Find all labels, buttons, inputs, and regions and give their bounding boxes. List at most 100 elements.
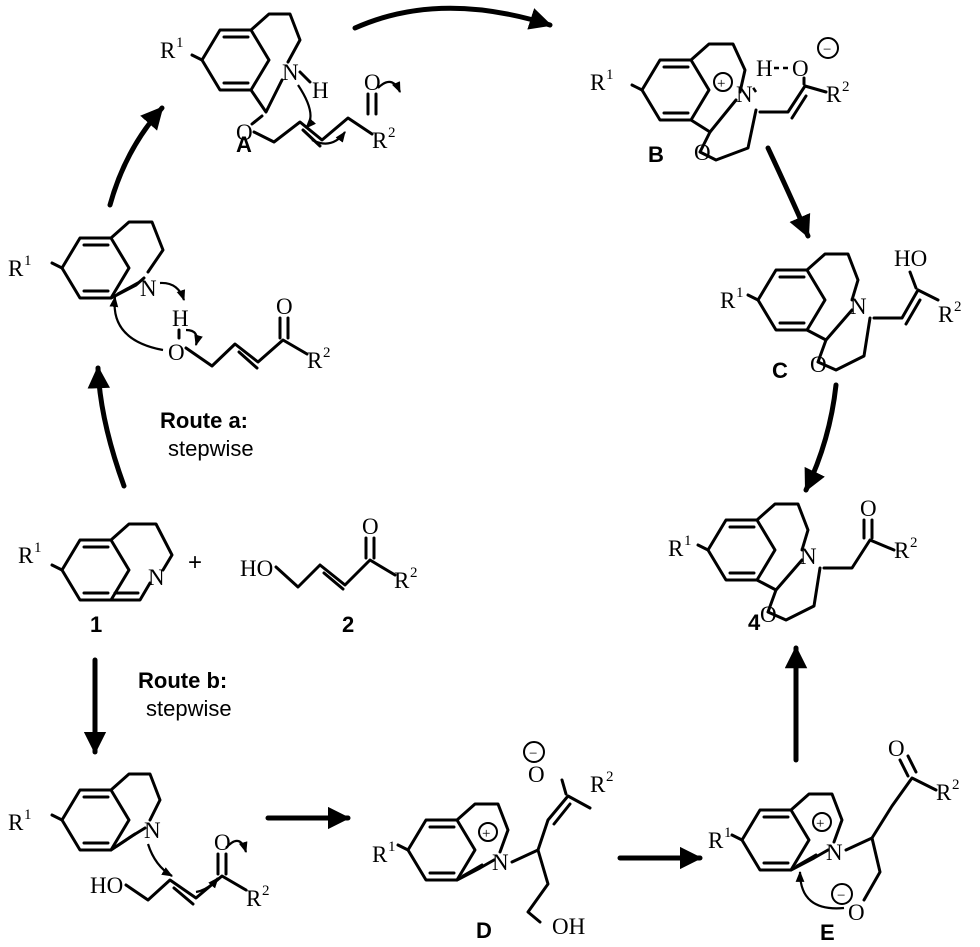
charge-plus: + xyxy=(816,816,824,832)
arrow-route-a xyxy=(87,365,127,489)
product-4: R 1 N O O R 2 4 xyxy=(668,496,918,635)
route-a-subtitle: stepwise xyxy=(168,436,254,461)
atom-h: H xyxy=(312,78,329,103)
atom-r: R xyxy=(372,842,388,867)
atom-r: R xyxy=(720,288,736,313)
atom-sup: 2 xyxy=(954,299,962,315)
compound-label-2: 2 xyxy=(342,612,354,637)
arrow-to-a xyxy=(107,105,165,208)
charge-minus: − xyxy=(823,42,831,58)
atom-r: R xyxy=(246,886,262,911)
compound-label-e: E xyxy=(820,920,835,945)
atom-sup: 1 xyxy=(176,35,184,51)
compound-2: HO O R 2 2 xyxy=(240,514,418,637)
atom-sup: 2 xyxy=(262,883,270,899)
compound-label-1: 1 xyxy=(90,612,102,637)
compound-label-b: B xyxy=(648,142,664,167)
atom-r: R xyxy=(18,543,34,568)
atom-n: N xyxy=(144,818,161,843)
atom-r: R xyxy=(307,348,323,373)
atom-n: N xyxy=(140,276,157,301)
route-b-subtitle: stepwise xyxy=(146,696,232,721)
atom-o: O xyxy=(364,70,381,95)
atom-n: N xyxy=(282,60,299,85)
intermediate-a: R 1 N H O O R 2 A xyxy=(160,12,402,157)
atom-sup: 2 xyxy=(842,79,850,95)
atom-r: R xyxy=(826,82,842,107)
atom-sup: 1 xyxy=(684,533,692,549)
atom-o: O xyxy=(860,496,877,521)
atom-r: R xyxy=(938,302,954,327)
route-b-title: Route b: xyxy=(138,668,227,693)
atom-ho: HO xyxy=(894,246,927,271)
atom-n: N xyxy=(736,82,753,107)
atom-r: R xyxy=(372,128,388,153)
atom-sup: 2 xyxy=(410,565,418,581)
atom-o: O xyxy=(214,830,231,855)
arrow-b-to-c xyxy=(765,145,811,239)
charge-minus: − xyxy=(837,888,845,904)
route-a-title: Route a: xyxy=(160,408,248,433)
atom-n: N xyxy=(850,294,867,319)
atom-ho: HO xyxy=(90,873,123,898)
intermediate-e: R 1 N + O R 2 O − E xyxy=(708,736,960,945)
atom-o: O xyxy=(694,140,711,165)
intermediate-d: R 1 N + O − R 2 OH D xyxy=(372,741,614,943)
plus-sign: + xyxy=(188,549,202,576)
compound-label-4: 4 xyxy=(748,610,761,635)
atom-n: N xyxy=(492,850,509,875)
atom-o: O xyxy=(276,294,293,319)
atom-r: R xyxy=(160,38,176,63)
route-a-intermediate: R 1 N H O O R 2 xyxy=(8,220,331,373)
atom-sup: 2 xyxy=(388,125,396,141)
atom-ho: HO xyxy=(240,556,273,581)
atom-sup: 1 xyxy=(24,253,32,269)
atom-r: R xyxy=(894,538,910,563)
atom-o: O xyxy=(168,340,185,365)
reaction-arrows xyxy=(83,5,839,870)
atom-o: O xyxy=(848,900,865,925)
atom-oh: OH xyxy=(552,914,585,939)
atom-o: O xyxy=(888,736,905,761)
intermediate-b: R 1 N + O H O − R 2 B xyxy=(590,37,850,167)
atom-o: O xyxy=(362,514,379,539)
atom-r: R xyxy=(590,772,606,797)
atom-n: N xyxy=(800,544,817,569)
arrow-c-to-4 xyxy=(803,382,839,493)
atom-n: N xyxy=(148,565,165,590)
atom-o: O xyxy=(810,352,827,377)
charge-plus: + xyxy=(482,826,490,842)
atom-r: R xyxy=(394,568,410,593)
charge-plus: + xyxy=(717,76,725,92)
atom-sup: 1 xyxy=(724,825,732,841)
atom-h: H xyxy=(756,56,773,81)
atom-r: R xyxy=(708,828,724,853)
atom-r: R xyxy=(8,256,24,281)
atom-o: O xyxy=(528,762,545,787)
atom-o: O xyxy=(236,120,253,145)
compound-label-d: D xyxy=(476,918,492,943)
atom-sup: 2 xyxy=(606,769,614,785)
atom-r: R xyxy=(590,70,606,95)
arrow-a-to-b xyxy=(352,5,553,31)
atom-sup: 2 xyxy=(323,345,331,361)
charge-minus: − xyxy=(529,746,537,762)
atom-r: R xyxy=(8,810,24,835)
intermediate-c: R 1 N O HO R 2 C xyxy=(720,246,962,383)
compound-label-c: C xyxy=(772,358,788,383)
atom-sup: 2 xyxy=(952,777,960,793)
atom-sup: 1 xyxy=(34,540,42,556)
atom-h: H xyxy=(172,306,189,331)
atom-r: R xyxy=(936,780,952,805)
atom-r: R xyxy=(668,536,684,561)
atom-sup: 1 xyxy=(24,807,32,823)
atom-sup: 2 xyxy=(910,535,918,551)
compound-label-a: A xyxy=(236,132,252,157)
route-b-intermediate: R 1 N HO O R 2 xyxy=(8,772,270,911)
compound-1: R 1 N 1 xyxy=(18,522,174,637)
atom-sup: 1 xyxy=(736,285,744,301)
atom-o: O xyxy=(760,602,777,627)
atom-o: O xyxy=(792,56,809,81)
atom-sup: 1 xyxy=(388,839,396,855)
